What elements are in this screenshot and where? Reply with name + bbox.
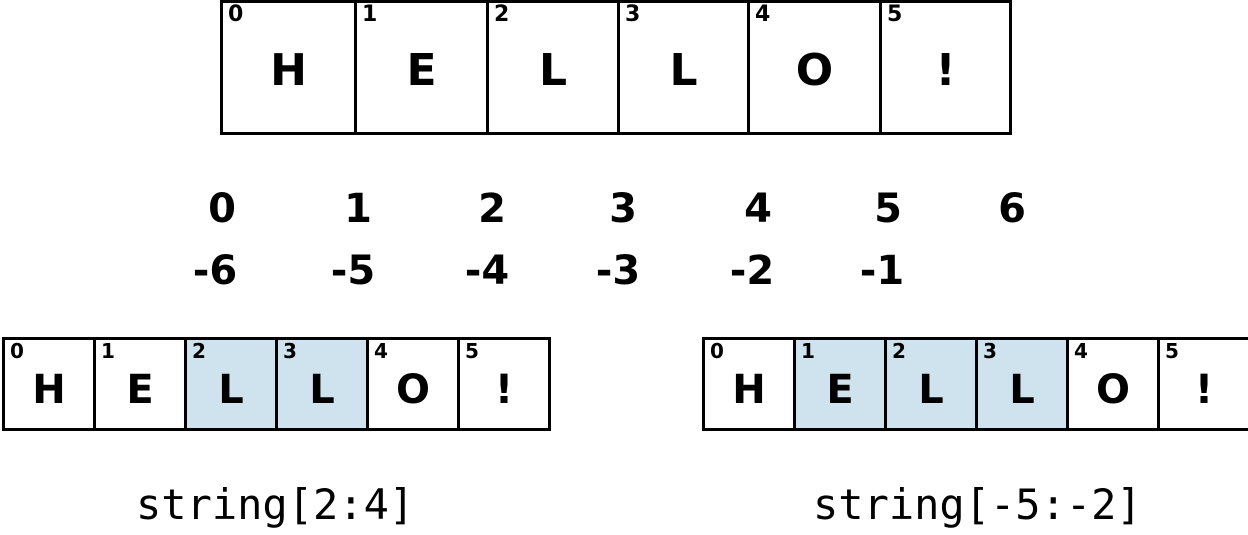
right-cell-index: 1 [801, 339, 815, 363]
right-cell-char: O [1095, 367, 1130, 413]
left-cell-index: 3 [283, 339, 297, 363]
right-cell-index: 4 [1074, 339, 1088, 363]
right-cell-char: H [732, 367, 766, 413]
top-cell-char: E [406, 45, 437, 96]
left-cell-index: 5 [465, 339, 479, 363]
right-cell-index: 3 [983, 339, 997, 363]
negative-index-1: -5 [330, 248, 376, 294]
top-cell-index: 5 [887, 2, 903, 27]
top-cell-char: L [538, 45, 568, 96]
left-slice-expression: string[2:4] [136, 480, 415, 529]
top-cell-5: 5! [879, 0, 1012, 135]
left-cell-char: L [309, 367, 335, 413]
left-cell-index: 1 [101, 339, 115, 363]
left-cell-char: ! [494, 367, 514, 413]
left-cell-index: 0 [10, 339, 24, 363]
top-cell-char: ! [935, 45, 956, 96]
top-cell-index: 4 [755, 2, 771, 27]
negative-index-3: -3 [595, 248, 641, 294]
left-cell-char: H [32, 367, 66, 413]
positive-index-1: 1 [344, 186, 372, 232]
right-cell-index: 2 [892, 339, 906, 363]
positive-index-3: 3 [609, 186, 637, 232]
left-cell-char: L [218, 367, 244, 413]
top-cell-index: 0 [228, 2, 244, 27]
left-cell-index: 4 [374, 339, 388, 363]
left-cell-char: E [126, 367, 154, 413]
left-cell-index: 2 [192, 339, 206, 363]
right-cell-5: 5! [1157, 337, 1248, 431]
top-cell-char: H [270, 45, 307, 96]
right-cell-index: 0 [710, 339, 724, 363]
positive-index-4: 4 [744, 186, 772, 232]
positive-index-0: 0 [208, 186, 236, 232]
top-cell-index: 2 [494, 2, 510, 27]
right-cell-char: E [826, 367, 854, 413]
right-cell-char: ! [1194, 367, 1214, 413]
right-cell-index: 5 [1165, 339, 1179, 363]
left-cell-5: 5! [457, 337, 551, 431]
top-cell-char: O [795, 45, 834, 96]
positive-index-5: 5 [874, 186, 902, 232]
top-cell-index: 3 [625, 2, 641, 27]
left-cell-char: O [395, 367, 430, 413]
top-cell-index: 1 [362, 2, 378, 27]
right-cell-char: L [1009, 367, 1035, 413]
right-slice-expression: string[-5:-2] [813, 480, 1142, 529]
negative-index-5: -1 [859, 248, 905, 294]
right-cell-char: L [918, 367, 944, 413]
positive-index-2: 2 [478, 186, 506, 232]
positive-index-6: 6 [998, 186, 1026, 232]
negative-index-0: -6 [192, 248, 238, 294]
negative-index-2: -4 [464, 248, 510, 294]
top-cell-char: L [669, 45, 698, 96]
negative-index-4: -2 [729, 248, 775, 294]
